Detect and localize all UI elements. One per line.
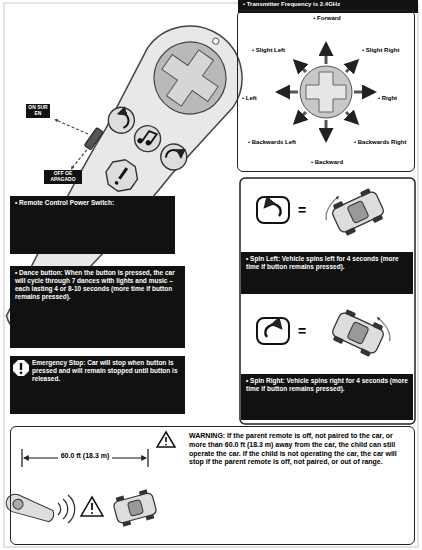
stop-icon [13, 360, 29, 376]
switch-label: ON SUR EN [26, 104, 50, 118]
page-frame [4, 3, 418, 547]
callout-text: • Spin Left: Vehicle spins left for 4 se… [246, 255, 408, 271]
spin-left-button [103, 102, 139, 138]
car-icon [112, 488, 158, 527]
stop-icon-mark [20, 363, 22, 370]
dimension-label: 60.0 ft (18.3 m) [58, 452, 113, 460]
car-icon [320, 182, 387, 241]
car-icon [329, 303, 396, 362]
callout-text: • Spin Right: Vehicle spins right for 4 … [246, 377, 408, 393]
exclamation-dot [114, 180, 119, 185]
direction-label: • Right [378, 95, 397, 103]
pad-icon-cross [306, 72, 346, 112]
direction-label: • Backwards Right [354, 139, 406, 147]
pad-icon [300, 66, 352, 118]
callout-text: • Remote Control Power Switch: [15, 199, 170, 207]
callout-text: WARNING: If the parent remote is off, no… [189, 432, 408, 467]
direction-panel: • Forward • Slight Left • Slight Right • Le… [237, 10, 415, 172]
direction-diagram [278, 44, 374, 140]
direction-label: • Backwards Left [248, 139, 296, 147]
remote-icon [4, 492, 57, 526]
direction-label: • Left [242, 95, 257, 103]
direction-label: • Slight Left [252, 47, 285, 55]
spin-right-arrow [165, 147, 183, 165]
callout-box: • Remote Control Power Switch: [10, 196, 175, 254]
music-note [142, 130, 157, 147]
callout-box: • Spin Right: Vehicle spins right for 4 … [241, 374, 413, 420]
dance-button [129, 121, 165, 157]
direction-label: • Backward [311, 159, 343, 167]
warning-triangle [81, 497, 103, 516]
music-note-head [145, 139, 152, 146]
callout-box: • Dance button: When the button is press… [10, 266, 185, 348]
callout-text: Emergency Stop: Car will stop when butto… [32, 359, 180, 383]
remote-body [0, 6, 262, 359]
spin-left-icon [257, 197, 289, 223]
callout-box: Emergency Stop: Car will stop when butto… [10, 356, 185, 414]
power-switch [84, 127, 103, 150]
emergency-stop-button [101, 155, 143, 197]
warning-panel: WARNING: If the parent remote is off, no… [10, 426, 415, 545]
direction-arrows [278, 44, 374, 140]
range-dimension [22, 449, 148, 467]
spin-right-button [156, 139, 192, 175]
pad-cross [151, 39, 229, 117]
stop-icon-dot [20, 371, 23, 374]
switch-on-arrow [56, 120, 88, 134]
callout-text: • Transmitter Frequency is 2.4GHz [243, 1, 413, 9]
remote-control [0, 6, 262, 359]
spin-left-arrow [114, 111, 132, 129]
callout-text: • Dance button: When the button is press… [15, 269, 180, 302]
equals-sign: = [298, 202, 306, 218]
stop-icon-shape [13, 360, 29, 376]
switch-label: OFF OE APAGADO [44, 170, 82, 184]
remote-led [212, 37, 220, 45]
music-note-head [136, 137, 143, 144]
exclamation-mark [119, 168, 126, 179]
direction-label: • Slight Right [362, 47, 399, 55]
switch-off-arrow [72, 146, 90, 168]
warning-triangle [157, 432, 175, 447]
callout-box: • Spin Left: Vehicle spins left for 4 se… [241, 252, 413, 294]
equals-sign: = [298, 323, 306, 339]
direction-pad [140, 28, 240, 128]
signal-waves [58, 495, 75, 523]
direction-label: • Forward [313, 15, 340, 23]
spin-panel [240, 178, 415, 424]
spin-right-icon [257, 318, 289, 344]
